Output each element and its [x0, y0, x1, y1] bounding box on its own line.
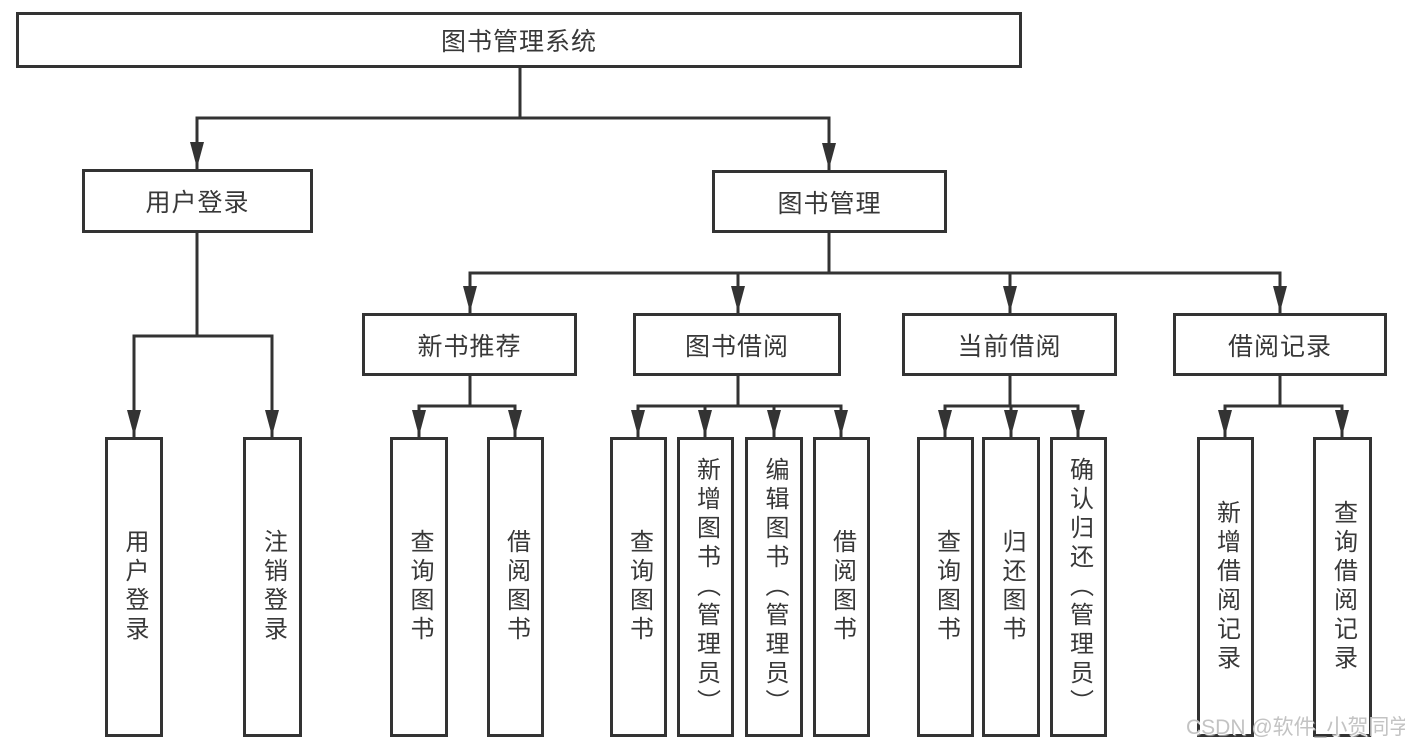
leaf-newbook-borrow-books: 借阅图书 [487, 437, 544, 737]
leaf-borrow-query-books: 查询图书 [610, 437, 667, 737]
leaf-borrow-add-book-admin: 新增图书（管理员） [677, 437, 734, 737]
leaf-current-query-books: 查询图书 [917, 437, 974, 737]
leaf-current-query-books-label: 查询图书 [932, 529, 960, 645]
node-borrow-records: 借阅记录 [1173, 313, 1387, 376]
leaf-current-return-books-label: 归还图书 [998, 529, 1025, 645]
node-user-login-label: 用户登录 [145, 189, 250, 217]
leaf-current-confirm-return-admin: 确认归还（管理员） [1050, 437, 1107, 737]
leaf-records-add-record: 新增借阅记录 [1197, 437, 1254, 737]
leaf-borrow-borrow-books: 借阅图书 [813, 437, 870, 737]
leaf-user-login-label: 用户登录 [121, 529, 148, 645]
leaf-newbook-query-books-label: 查询图书 [406, 529, 433, 645]
leaf-borrow-borrow-books-label: 借阅图书 [828, 529, 856, 645]
node-library-system-label: 图书管理系统 [440, 28, 597, 56]
leaf-user-login: 用户登录 [105, 437, 163, 737]
leaf-logout: 注销登录 [243, 437, 302, 737]
leaf-logout-label: 注销登录 [259, 529, 287, 645]
leaf-current-return-books: 归还图书 [982, 437, 1040, 737]
leaf-borrow-edit-book-admin: 编辑图书（管理员） [745, 437, 803, 737]
leaf-records-query-record: 查询借阅记录 [1313, 437, 1372, 737]
node-user-login: 用户登录 [82, 169, 313, 233]
leaf-borrow-add-book-admin-label: 新增图书（管理员） [692, 456, 720, 718]
leaf-newbook-query-books: 查询图书 [390, 437, 448, 737]
node-new-book-recommend-label: 新书推荐 [417, 332, 522, 361]
node-borrow-records-label: 借阅记录 [1227, 332, 1332, 361]
leaf-borrow-query-books-label: 查询图书 [625, 529, 653, 645]
leaf-records-add-record-label: 新增借阅记录 [1212, 500, 1240, 674]
node-book-borrow: 图书借阅 [633, 313, 841, 376]
node-library-system: 图书管理系统 [16, 12, 1022, 68]
leaf-newbook-borrow-books-label: 借阅图书 [502, 529, 530, 645]
node-current-borrow: 当前借阅 [902, 313, 1117, 376]
node-new-book-recommend: 新书推荐 [362, 313, 577, 376]
leaf-records-query-record-label: 查询借阅记录 [1329, 500, 1357, 674]
node-current-borrow-label: 当前借阅 [957, 332, 1062, 361]
leaf-borrow-edit-book-admin-label: 编辑图书（管理员） [761, 456, 788, 718]
node-book-management-label: 图书管理 [777, 189, 882, 218]
leaf-current-confirm-return-admin-label: 确认归还（管理员） [1065, 456, 1093, 718]
csdn-watermark: CSDN @软件_小贺同学 [1186, 716, 1405, 739]
node-book-management: 图书管理 [712, 170, 947, 233]
node-book-borrow-label: 图书借阅 [684, 332, 789, 361]
